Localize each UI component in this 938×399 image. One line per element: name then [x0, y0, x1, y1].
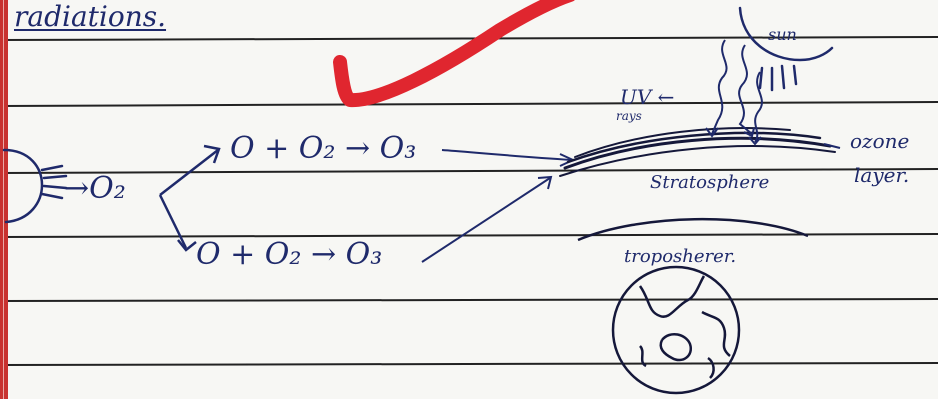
ozone-pointer — [823, 143, 841, 149]
ozone-label-1: ozone — [850, 129, 909, 153]
heading-text: radiations. — [14, 0, 167, 33]
earth-globe-icon — [611, 265, 741, 395]
rule-line — [0, 101, 938, 107]
ozone-layer — [559, 127, 836, 177]
branch-arrow-down — [158, 194, 188, 249]
uv-label: UV ← — [620, 85, 674, 109]
rule-line — [0, 233, 938, 238]
margin-line-inner — [3, 0, 4, 399]
red-check-mark — [333, 0, 575, 108]
sun-label: sun — [768, 25, 797, 44]
rule-line — [0, 168, 938, 174]
uv-rays-label: rays — [616, 109, 642, 123]
sun-icon — [738, 6, 834, 92]
rule-line — [0, 298, 938, 302]
stratosphere-label: Stratosphere — [650, 172, 769, 193]
sun-source-icon — [2, 148, 68, 224]
rule-line — [0, 36, 938, 41]
equation-bottom: O + O₂ → O₃ — [196, 237, 382, 272]
arrow-to-ozone-bottom — [421, 177, 551, 263]
troposphere-boundary — [577, 218, 809, 242]
branch-arrow-up — [159, 149, 219, 196]
equation-top: O + O₂ → O₃ — [230, 131, 416, 166]
oxygen-label: →O₂ — [64, 171, 126, 206]
rule-line — [0, 362, 938, 366]
troposphere-label: troposherer. — [624, 246, 736, 267]
arrow-to-ozone-top — [441, 149, 573, 161]
margin-line — [0, 0, 8, 399]
ozone-label-2: layer. — [854, 163, 909, 187]
uv-rays — [705, 39, 763, 146]
